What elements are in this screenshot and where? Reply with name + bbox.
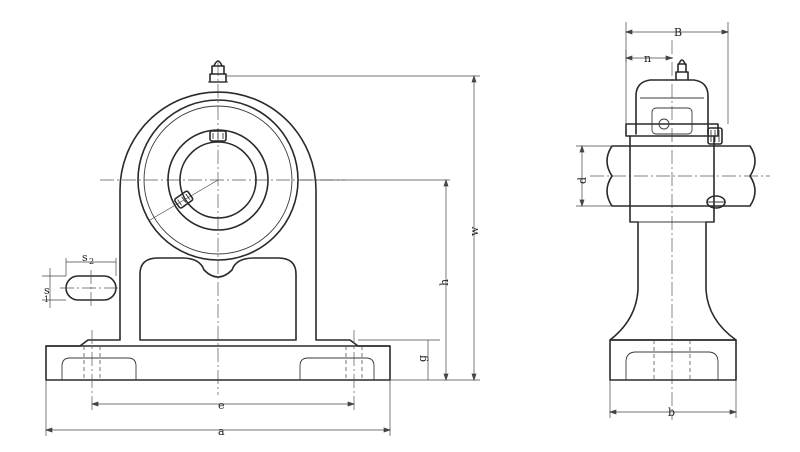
bolt-slot-detail: [42, 258, 120, 308]
side-base: [609, 339, 737, 381]
left-foot-pad: [61, 357, 137, 380]
side-inner-ring: [625, 123, 719, 137]
side-bearing-ball: [658, 118, 670, 130]
set-screw-top: [209, 130, 227, 142]
side-pedestal-body: [609, 135, 737, 341]
housing-recess: [139, 257, 297, 341]
right-foot-pad: [299, 357, 375, 380]
dim-h-label: h: [438, 279, 451, 286]
dim-s2-subscript: 2: [89, 257, 94, 266]
housing-bore-ring: [137, 99, 299, 261]
dim-s1-label: s: [44, 284, 50, 297]
grease-nipple: [208, 60, 228, 83]
dim-b-label: b: [668, 406, 675, 419]
dim-w-label: w: [468, 226, 481, 236]
side-view: B n d b: [576, 22, 770, 420]
shaft-bore: [179, 141, 257, 219]
side-housing-top: [635, 79, 709, 135]
dim-a-label: a: [218, 425, 225, 438]
angled-screw-leader: [149, 179, 219, 221]
side-set-screw: [707, 127, 723, 145]
shaft: [606, 145, 756, 207]
side-base-pad: [625, 351, 719, 380]
dim-s1-subscript: 1: [44, 295, 49, 304]
dim-B-label: B: [674, 26, 682, 39]
dim-s2-label: s: [82, 251, 88, 264]
side-grease-nipple: [675, 59, 689, 81]
dim-n-label: n: [644, 52, 651, 65]
dim-e-label: e: [218, 399, 225, 412]
dim-d-label: d: [576, 177, 589, 184]
front-view: s 2 s 1 e a g h w: [42, 60, 481, 438]
bearing-outer-ring: [143, 105, 293, 255]
bearing-inner-ring: [167, 129, 269, 231]
dim-g-label: g: [416, 355, 429, 362]
side-bearing-race: [651, 107, 693, 135]
housing-outline: [45, 91, 391, 381]
